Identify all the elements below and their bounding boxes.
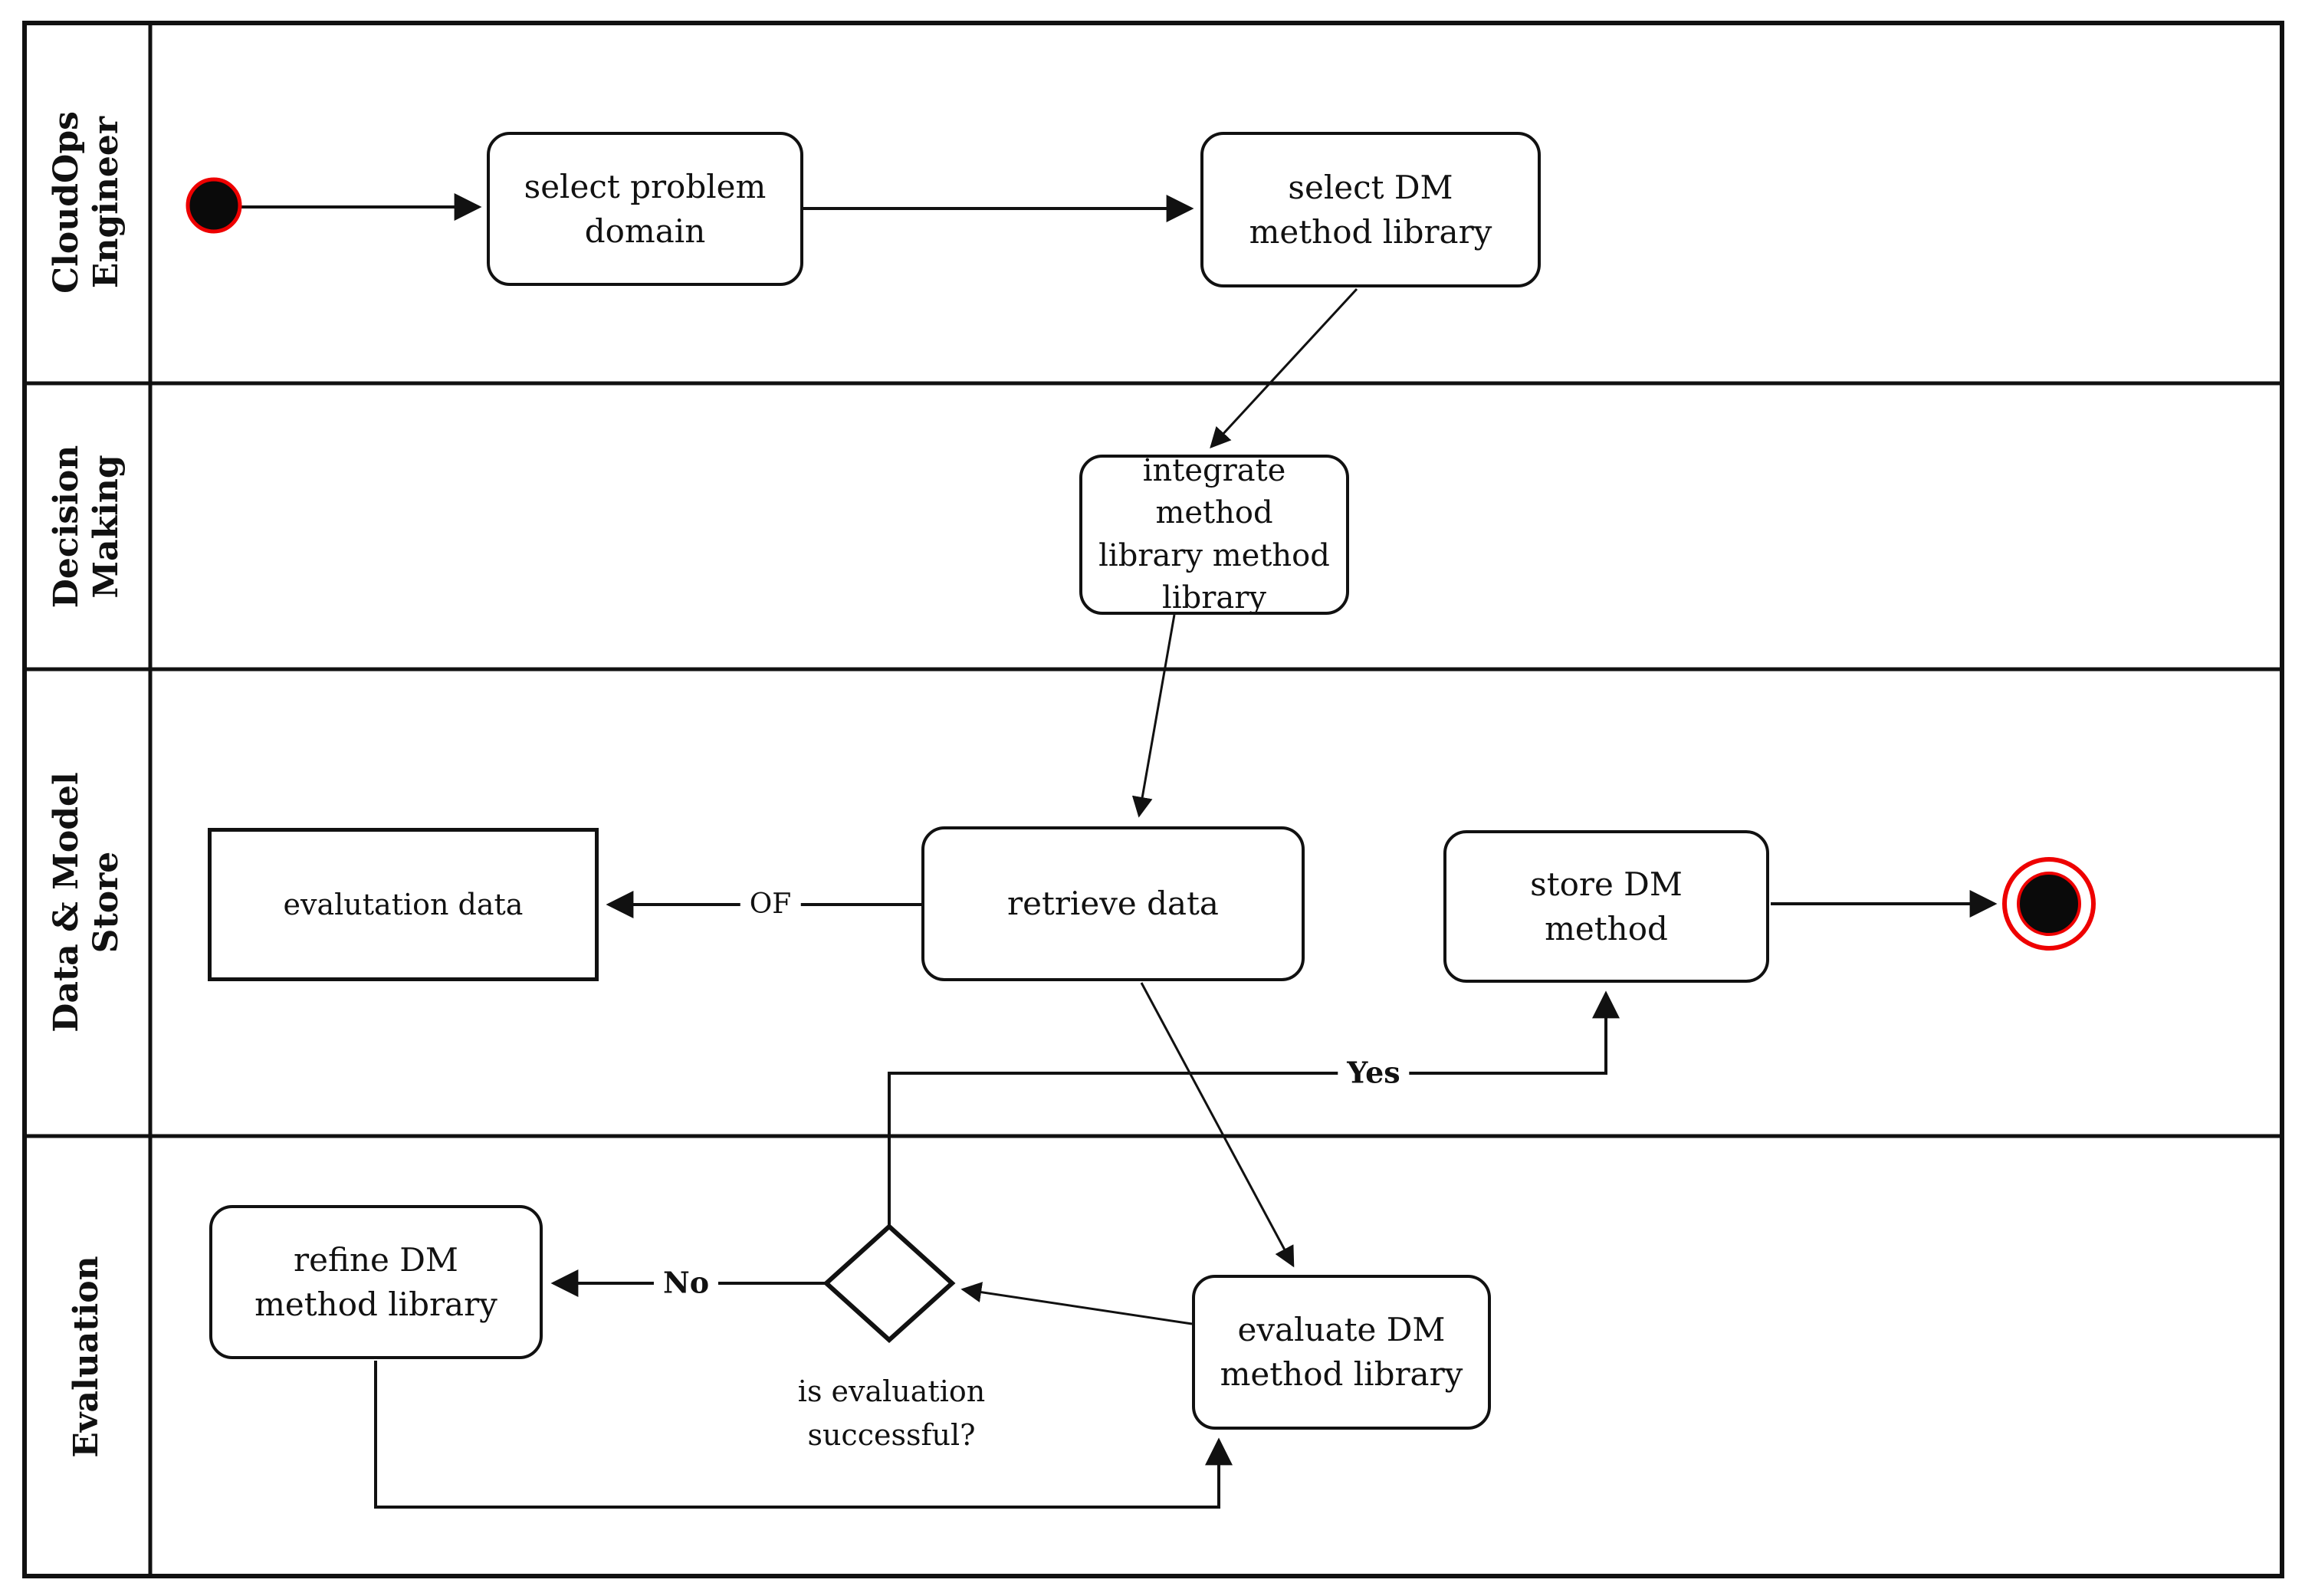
object-evalutation-data: evalutation data <box>208 828 599 981</box>
edge-integrate-to-retrieve <box>1131 614 1176 818</box>
diagram-frame <box>22 21 2284 1578</box>
activity-integrate-method-library: integrate method library method library <box>1079 453 1349 616</box>
edge-label-yes: Yes <box>1338 1050 1410 1095</box>
lane-label-evaluation: Evaluation <box>67 1256 107 1458</box>
start-node-icon <box>186 177 242 234</box>
decision-diamond-icon <box>823 1223 956 1344</box>
edge-yes-diamond-to-store <box>888 990 1620 1225</box>
activity-refine-dm-method-library: refine DM method library <box>209 1205 543 1359</box>
final-node-icon <box>2017 872 2081 936</box>
lane-label-decision-making: Decision Making <box>47 445 126 609</box>
lane-label-data-model-store: Data & Model Store <box>47 772 126 1033</box>
activity-retrieve-data: retrieve data <box>921 826 1305 981</box>
activity-select-problem-domain: select problem domain <box>487 132 803 286</box>
edge-retrieve-to-evaluate <box>1140 982 1295 1268</box>
activity-select-dm-method-library: select DM method library <box>1200 132 1541 287</box>
edge-refine-loop-to-evaluate <box>374 1361 1233 1509</box>
edge-select-dm-to-integrate <box>1210 287 1358 448</box>
edge-label-no: No <box>653 1260 719 1305</box>
edge-label-of: OF <box>740 884 801 925</box>
decision-question-label: is evaluation successful? <box>797 1374 986 1452</box>
edge-evaluate-to-diamond <box>960 1282 1193 1325</box>
activity-store-dm-method: store DM method <box>1443 830 1769 983</box>
activity-evaluate-dm-method-library: evaluate DM method library <box>1192 1275 1491 1430</box>
lane-label-cloudops-engineer: CloudOps Engineer <box>47 111 126 294</box>
